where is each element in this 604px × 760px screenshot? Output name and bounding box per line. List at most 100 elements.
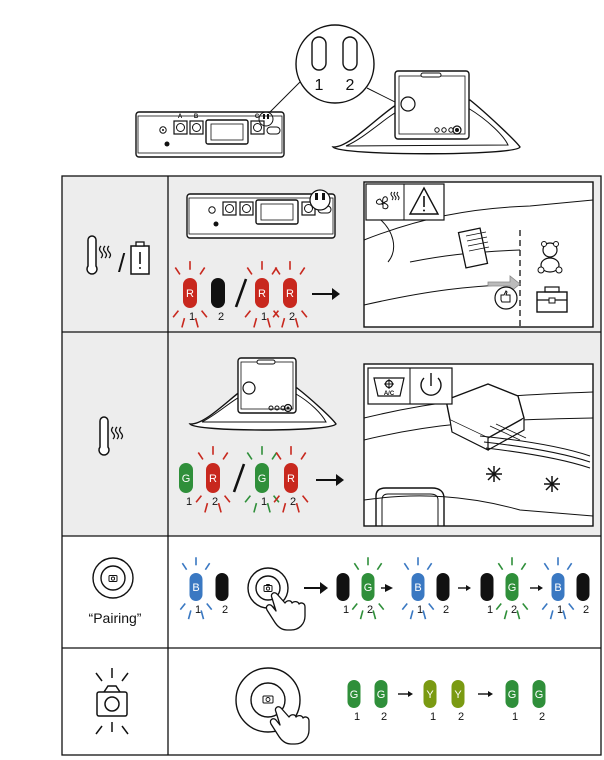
blink-ray	[372, 610, 377, 620]
blink-ray	[281, 317, 286, 328]
led-number: 2	[290, 496, 296, 508]
led-indicator: G2	[495, 557, 529, 620]
led-indicator: 1	[480, 573, 494, 616]
led-number: 2	[367, 604, 373, 616]
camera-flash-icon	[95, 668, 129, 735]
snowflake-icon	[486, 466, 502, 482]
camera-button-icon[interactable]	[92, 557, 134, 599]
led-body	[336, 573, 350, 601]
pairing-label: “Pairing”	[88, 610, 142, 626]
led-indicator: R1	[172, 261, 208, 328]
led-letter: B	[414, 582, 421, 594]
led-body	[215, 573, 229, 601]
led-body	[179, 463, 193, 493]
blink-ray	[274, 267, 281, 275]
led-indicator: Y1	[423, 680, 437, 723]
led-indicator: B1	[401, 557, 435, 620]
led-body	[451, 680, 465, 708]
blink-ray	[199, 267, 206, 275]
led-number: 1	[189, 311, 195, 323]
blink-ray	[197, 452, 204, 460]
blink-ray	[351, 602, 358, 611]
callout-label-1: 1	[315, 77, 324, 94]
blink-ray	[275, 452, 282, 460]
blink-ray	[266, 317, 271, 328]
led-indicator: R2	[272, 261, 308, 328]
blink-ray	[200, 310, 208, 318]
led-body	[361, 573, 375, 601]
led-body	[505, 680, 519, 708]
callout-led-1	[311, 36, 327, 71]
led-number: 1	[417, 604, 423, 616]
blink-ray	[516, 610, 521, 620]
slash-separator	[234, 278, 248, 308]
slash-separator	[232, 463, 246, 493]
led-number: 2	[222, 604, 228, 616]
led-letter: G	[258, 473, 267, 485]
led-number: 2	[218, 311, 224, 323]
blink-ray	[568, 602, 575, 611]
pairing-button-press[interactable]	[247, 567, 306, 631]
led-letter: G	[377, 689, 386, 701]
led-number: 2	[289, 311, 295, 323]
blink-ray	[223, 495, 231, 503]
led-callout-circle	[295, 24, 375, 104]
led-letter: B	[554, 582, 561, 594]
blink-ray	[244, 495, 252, 503]
led-number: 2	[212, 496, 218, 508]
sequence-arrow	[385, 584, 393, 592]
blink-ray	[426, 562, 433, 571]
led-letter: Y	[454, 689, 462, 701]
led-indicator: 2	[211, 278, 225, 323]
blink-ray	[266, 502, 271, 513]
blink-ray	[543, 562, 550, 571]
led-body	[206, 463, 220, 493]
port-label-a: A	[178, 114, 183, 120]
led-letter: R	[186, 288, 194, 300]
blink-ray	[246, 452, 253, 460]
callout-led-2	[342, 36, 358, 71]
blink-ray	[378, 602, 385, 611]
icon-separator: /	[118, 248, 126, 278]
led-number: 2	[458, 711, 464, 723]
port-label-b: B	[194, 114, 199, 120]
blink-ray	[401, 602, 408, 611]
led-number: 2	[511, 604, 517, 616]
power-button-icon	[420, 373, 442, 396]
blink-ray	[272, 310, 280, 318]
led-body	[374, 680, 388, 708]
led-letter: G	[364, 582, 373, 594]
blink-ray	[172, 310, 180, 318]
led-body	[423, 680, 437, 708]
thermometer-heat-icon	[86, 235, 112, 275]
blink-ray	[294, 317, 299, 328]
blink-ray	[562, 610, 567, 620]
blink-ray	[497, 562, 504, 571]
blink-ray	[428, 602, 435, 611]
reset-button-press[interactable]	[235, 667, 310, 745]
led-indicator: B1	[541, 557, 575, 620]
led-indicator: G2	[351, 557, 385, 620]
blink-ray	[409, 610, 414, 620]
led-indicator: G1	[347, 680, 361, 723]
led-indicator: G1	[505, 680, 519, 723]
stand-unit	[331, 70, 521, 155]
blink-ray	[301, 495, 309, 503]
led-letter: G	[508, 582, 517, 594]
led-number: 1	[186, 496, 192, 508]
led-letter: G	[350, 689, 359, 701]
blink-ray	[403, 562, 410, 571]
led-number: 1	[430, 711, 436, 723]
blink-ray	[204, 562, 211, 571]
led-letter: R	[209, 473, 217, 485]
led-body	[283, 278, 297, 308]
car-interior-illustration-1	[363, 181, 594, 328]
blink-ray	[181, 317, 186, 328]
blink-ray	[495, 602, 502, 611]
led-body	[189, 573, 203, 601]
teddy-bear-icon	[537, 241, 563, 274]
battery-low-icon	[130, 241, 150, 275]
